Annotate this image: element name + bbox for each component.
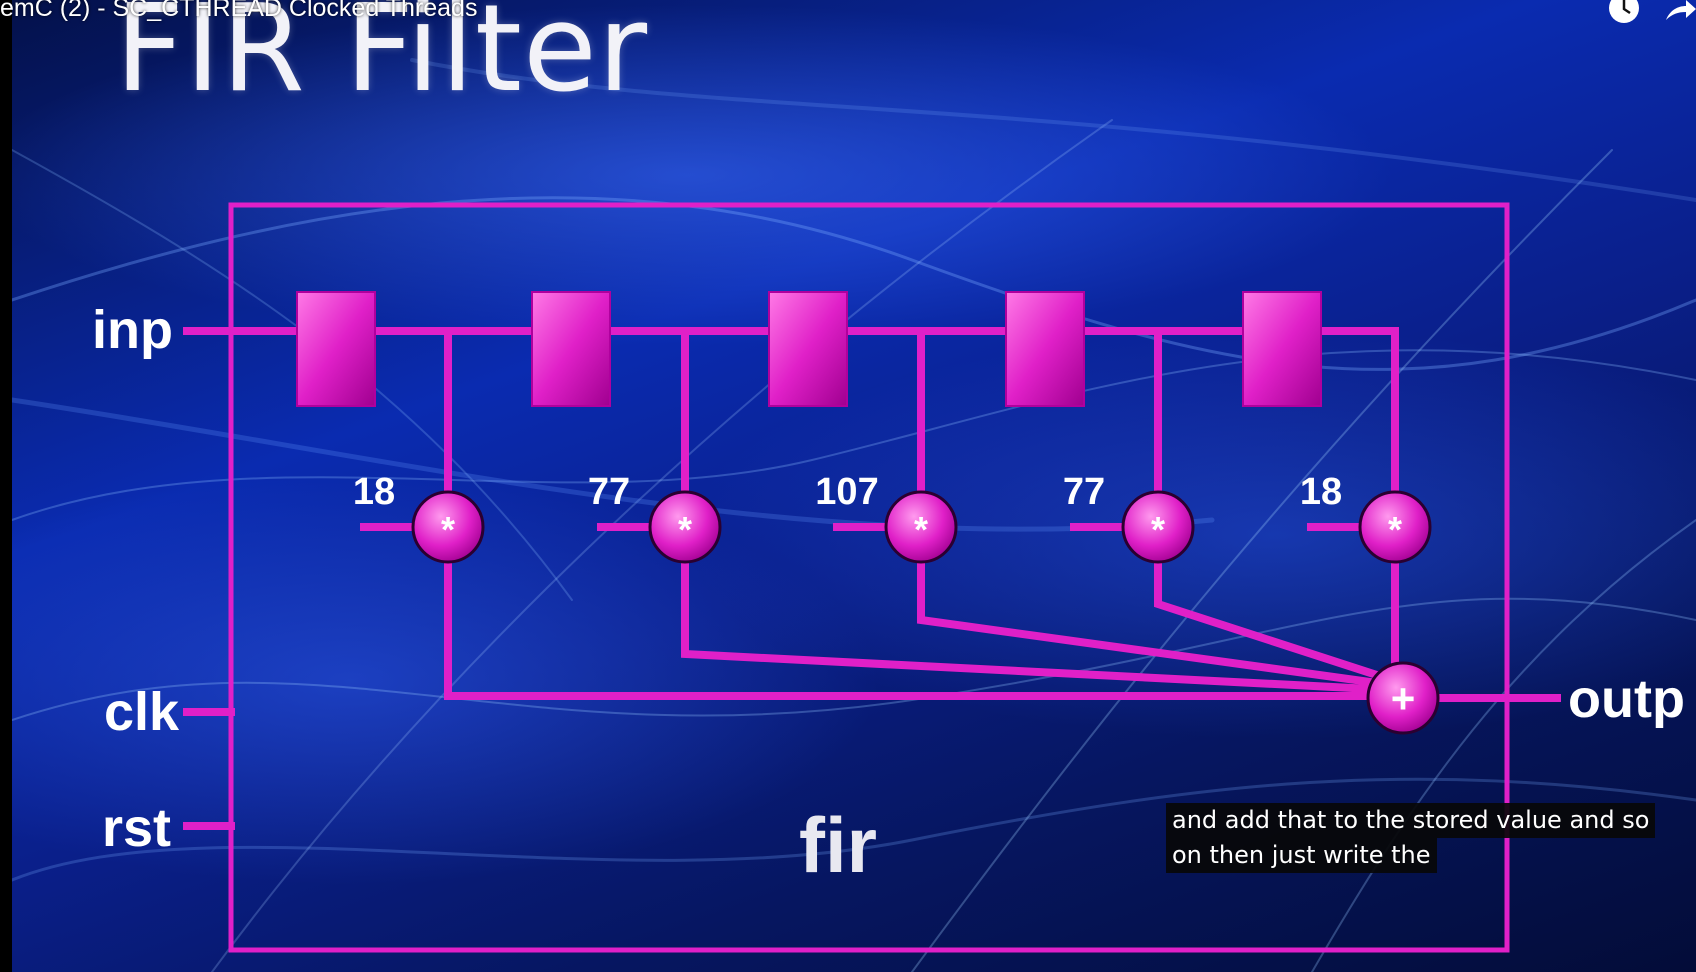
caption-line-1: and add that to the stored value and so (1166, 803, 1656, 838)
coefficient-1: 18 (353, 471, 395, 513)
fir-diagram: * * * * * + 18 77 107 77 18 inp clk rst … (92, 202, 1685, 953)
coefficient-4: 77 (1063, 471, 1105, 513)
multiply-symbol-4: * (1151, 509, 1165, 550)
register-2 (531, 291, 611, 407)
register-3 (768, 291, 848, 407)
coefficient-5: 18 (1300, 471, 1342, 513)
port-rst-label: rst (102, 798, 171, 858)
register-1 (296, 291, 376, 407)
multiplier-2 (648, 490, 722, 564)
register-5 (1242, 291, 1322, 407)
port-clk-label: clk (104, 682, 180, 742)
multiply-symbol-1: * (441, 509, 455, 550)
fir-module-box (228, 202, 1510, 953)
video-frame[interactable]: FIR Filter (12, 0, 1696, 972)
register-chain (296, 291, 1322, 407)
subtitle-caption: and add that to the stored value and so … (1166, 803, 1656, 873)
multiplier-4 (1121, 490, 1195, 564)
register-4 (1005, 291, 1085, 407)
multiplier-5 (1358, 490, 1432, 564)
module-label: fir (799, 801, 877, 889)
coefficient-3: 107 (815, 471, 878, 513)
video-title[interactable]: emC (2) - SC_CTHREAD Clocked Threads (0, 0, 478, 22)
left-black-strip (0, 0, 12, 972)
light-streaks (12, 58, 1696, 972)
multiply-symbol-5: * (1388, 509, 1402, 550)
port-outp-label: outp (1568, 669, 1685, 729)
slide-title: FIR Filter (115, 0, 649, 119)
multiply-symbol-3: * (914, 509, 928, 550)
multiplier-row (411, 490, 1432, 564)
adder (1366, 661, 1440, 735)
watch-later-icon[interactable] (1606, 0, 1642, 24)
port-inp-label: inp (92, 300, 173, 360)
multiplier-1 (411, 490, 485, 564)
share-icon[interactable] (1662, 0, 1696, 24)
coefficient-2: 77 (588, 471, 630, 513)
multiplier-3 (884, 490, 958, 564)
add-symbol: + (1391, 675, 1416, 722)
caption-line-2: on then just write the (1166, 838, 1437, 873)
multiply-symbol-2: * (678, 509, 692, 550)
